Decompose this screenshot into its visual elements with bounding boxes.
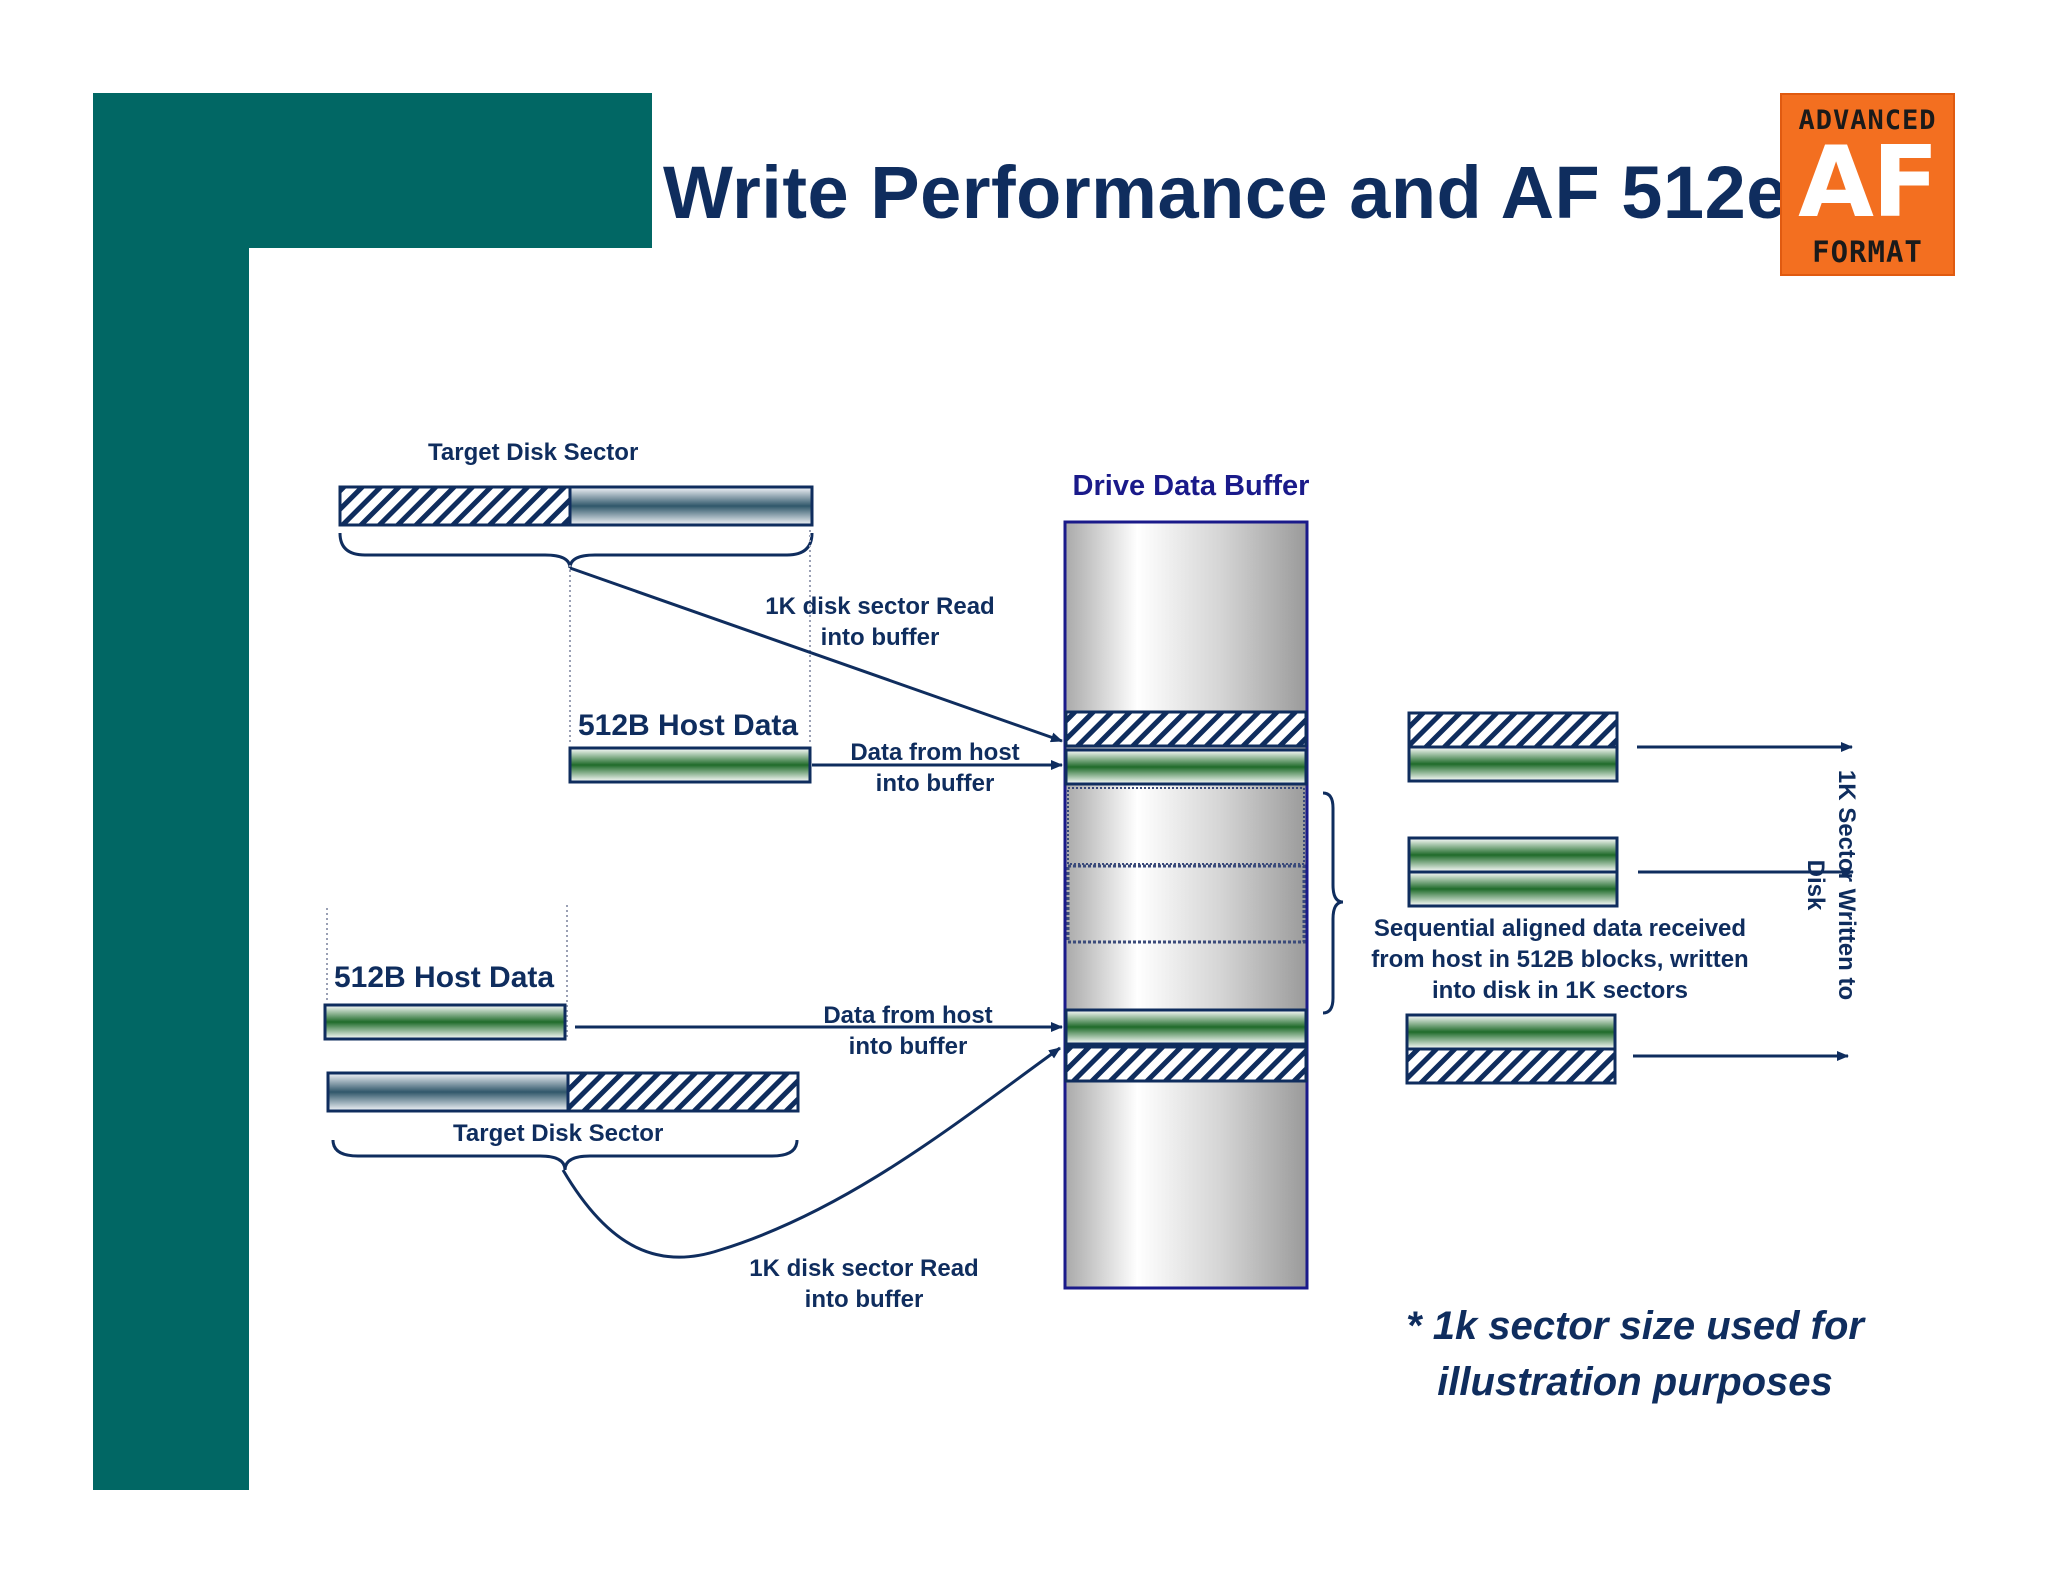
label-host-data-bottom: 512B Host Data [334, 961, 555, 994]
logo-top-text: ADVANCED [1798, 105, 1937, 136]
read-arrow-top [569, 566, 1063, 743]
label-host-data-top: 512B Host Data [578, 709, 799, 742]
brace-top [338, 532, 814, 569]
target-sector-top [338, 485, 814, 527]
footnote-line: illustration purposes [1437, 1360, 1833, 1404]
brace-bottom [331, 1139, 799, 1171]
host-data-bar-top [568, 746, 812, 784]
host-data-bar-bottom [323, 1003, 567, 1041]
label-target-sector-top: Target Disk Sector [428, 439, 639, 466]
label-line: 1K disk sector Read [765, 593, 995, 620]
slide-title: Write Performance and AF 512e [663, 151, 1788, 234]
label-line: from host in 512B blocks, written [1371, 946, 1749, 973]
label-line: Data from host [850, 739, 1020, 766]
label-line: Sequential aligned data received [1373, 915, 1747, 942]
label-read-into-buffer-top: 1K disk sector Read into buffer [740, 591, 1020, 653]
label-line: Disk [1802, 859, 1829, 911]
footnote: * 1k sector size used for illustration p… [1380, 1298, 1890, 1410]
label-line: into buffer [875, 770, 995, 797]
label-line: 1K Sector Written to [1833, 769, 1860, 1001]
label-target-sector-bottom: Target Disk Sector [453, 1120, 664, 1147]
output-sector-3 [1405, 1013, 1617, 1085]
label-line: into buffer [820, 624, 940, 651]
footnote-line: * 1k sector size used for [1406, 1304, 1864, 1348]
label-line: into buffer [804, 1286, 924, 1313]
buffer-title: Drive Data Buffer [1072, 470, 1310, 502]
label-line: Data from host [823, 1002, 993, 1029]
target-sector-bottom [326, 1071, 800, 1113]
output-sector-2 [1407, 836, 1619, 908]
label-data-from-host-bottom: Data from host into buffer [788, 1000, 1028, 1062]
teal-frame-vertical [93, 93, 249, 1490]
label-sequential-note: Sequential aligned data received from ho… [1340, 913, 1780, 1006]
label-data-from-host-top: Data from host into buffer [815, 737, 1055, 799]
label-line: into buffer [848, 1033, 968, 1060]
read-arrow-bottom [561, 1046, 1061, 1259]
teal-frame-horizontal [93, 93, 652, 248]
advanced-format-logo: ADVANCED AF FORMAT [1780, 93, 1955, 276]
brace-right [1322, 791, 1344, 1015]
label-written-to-disk: 1K Sector Written to Disk [1798, 755, 1862, 1015]
label-read-into-buffer-bottom: 1K disk sector Read into buffer [724, 1253, 1004, 1315]
drive-data-buffer [1063, 520, 1309, 1290]
logo-bottom-text: FORMAT [1812, 235, 1923, 269]
output-sector-1 [1407, 711, 1619, 783]
label-line: 1K disk sector Read [749, 1255, 979, 1282]
label-line: into disk in 1K sectors [1431, 977, 1689, 1004]
logo-af-text: AF [1798, 126, 1939, 240]
